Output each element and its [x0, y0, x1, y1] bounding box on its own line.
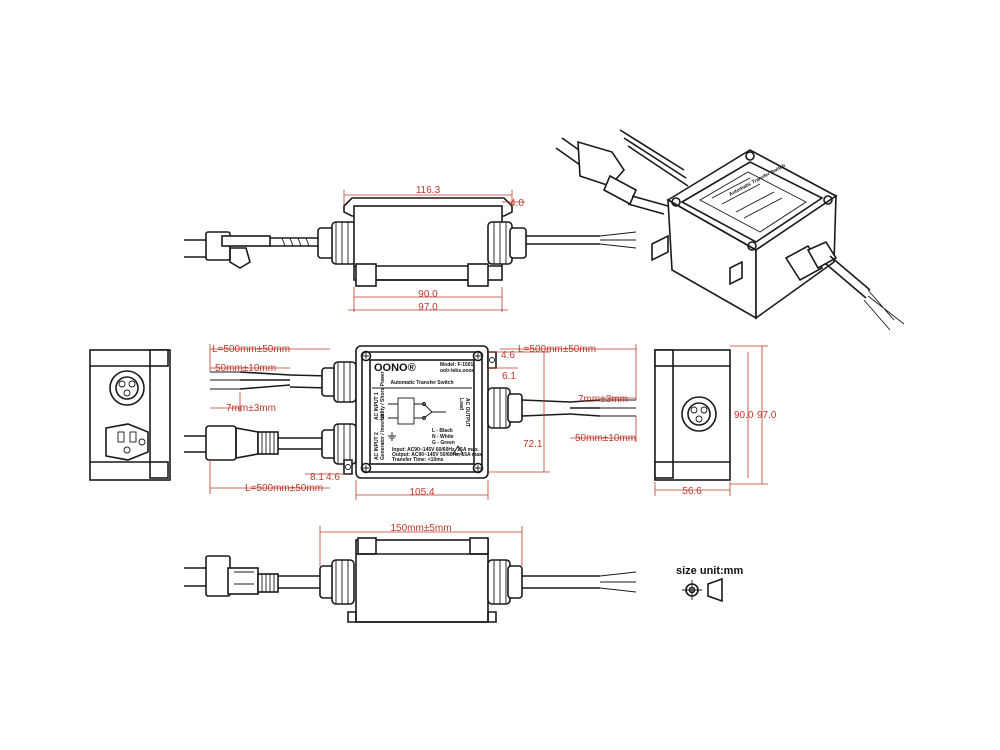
label-site: oolr-lebs.oooo — [440, 368, 475, 374]
bottom-length-dim: 150mm±5mm — [390, 523, 451, 534]
front-height-dim: 72.1 — [523, 439, 543, 450]
ear-bottom-h-dim: 4.6 — [326, 472, 340, 483]
top-flange-dim: 4.0 — [510, 198, 524, 209]
plug-icon — [105, 423, 149, 461]
label-spec3: Transfer Time: <10ms — [392, 457, 444, 463]
cable-gland-icon — [317, 221, 357, 265]
strip-length-inner-right: 7mm±3mm — [578, 394, 628, 405]
screw-icon — [671, 197, 681, 207]
side-view: 90.0 97.0 56.6 — [654, 345, 777, 497]
cable-gland-icon — [321, 361, 357, 403]
label-input1-desc: Utility / Shore Power — [380, 371, 386, 420]
screw-icon — [747, 241, 757, 251]
label-output: AC OUTPUT — [464, 398, 470, 427]
brand-logo: OONO® — [374, 362, 416, 374]
label-input2: AC INPUT 2 — [374, 432, 380, 460]
cable-gland-icon — [784, 240, 838, 282]
strip-length-outer-right: 50mm±10mm — [575, 433, 636, 444]
strip-length-inner-left: 7mm±3mm — [226, 403, 276, 414]
plug-icon — [184, 425, 279, 461]
side-depth-dim: 56.6 — [682, 486, 702, 497]
ear-bottom-v-dim: 8.1 — [310, 472, 324, 483]
size-unit-label: size unit:mm — [676, 565, 743, 577]
label-input1: AC INPUT 1 — [374, 392, 380, 420]
projection-symbol-icon — [682, 577, 723, 603]
front-view: OONO® Model: F-1501 oolr-lebs.oooo Autom… — [184, 344, 637, 500]
top-inner-dim: 90.0 — [418, 289, 438, 300]
ear-h-dim: 4.6 — [501, 350, 515, 361]
cable-gland-icon — [681, 396, 717, 432]
label-title: Automatic Transfer Switch — [390, 380, 453, 386]
cable-gland-icon — [109, 370, 145, 406]
ear-v-dim: 6.1 — [502, 371, 516, 382]
top-view: 116.3 4.0 90.0 97.0 — [184, 185, 637, 313]
cable-length-left-bottom: L=500mm±50mm — [245, 483, 323, 494]
top-outer-dim: 97.0 — [418, 302, 438, 313]
label-wire-n: N - White — [432, 434, 454, 440]
screw-icon — [472, 350, 484, 362]
screw-icon — [745, 151, 755, 161]
front-width-dim: 105.4 — [409, 487, 434, 498]
plug-icon — [184, 231, 271, 269]
strip-length-outer-left: 50mm±10mm — [215, 363, 276, 374]
side-outer-dim: 97.0 — [757, 410, 777, 421]
side-inner-dim: 90.0 — [734, 410, 754, 421]
screw-icon — [472, 462, 484, 474]
plug-icon — [184, 555, 279, 597]
label-spec2: Output: AC90~145V 50/60Hz, 15A max. — [392, 452, 484, 458]
cable-gland-icon — [487, 559, 523, 605]
left-end-view — [89, 349, 171, 481]
cable-gland-icon — [487, 387, 523, 429]
cable-length-left-top: L=500mm±50mm — [212, 344, 290, 355]
label-input2-desc: Generator / Inverter — [380, 414, 386, 460]
label-wire-g: G - Green — [432, 440, 455, 446]
cable-gland-icon — [487, 221, 527, 265]
cable-gland-icon — [321, 423, 357, 465]
label-model: Model: F-1501 — [440, 362, 474, 368]
screw-icon — [360, 350, 372, 362]
isometric-view: Automatic Transfer Switch — [555, 129, 905, 331]
cable-gland-icon — [319, 559, 355, 605]
screw-icon — [360, 462, 372, 474]
label-spec1: Input: AC90~145V 60/60Hz, 15A max. — [392, 447, 480, 453]
plug-icon — [555, 137, 638, 206]
screw-icon — [823, 195, 833, 205]
units-note: size unit:mm — [676, 565, 743, 603]
label-output-desc: Load — [458, 398, 464, 410]
label-wire-l: L - Black — [432, 428, 453, 434]
top-width-dim: 116.3 — [416, 185, 441, 196]
ground-icon — [388, 432, 396, 441]
bottom-view: 150mm±5mm — [184, 523, 637, 623]
cable-length-right: L=500mm±50mm — [518, 344, 596, 355]
